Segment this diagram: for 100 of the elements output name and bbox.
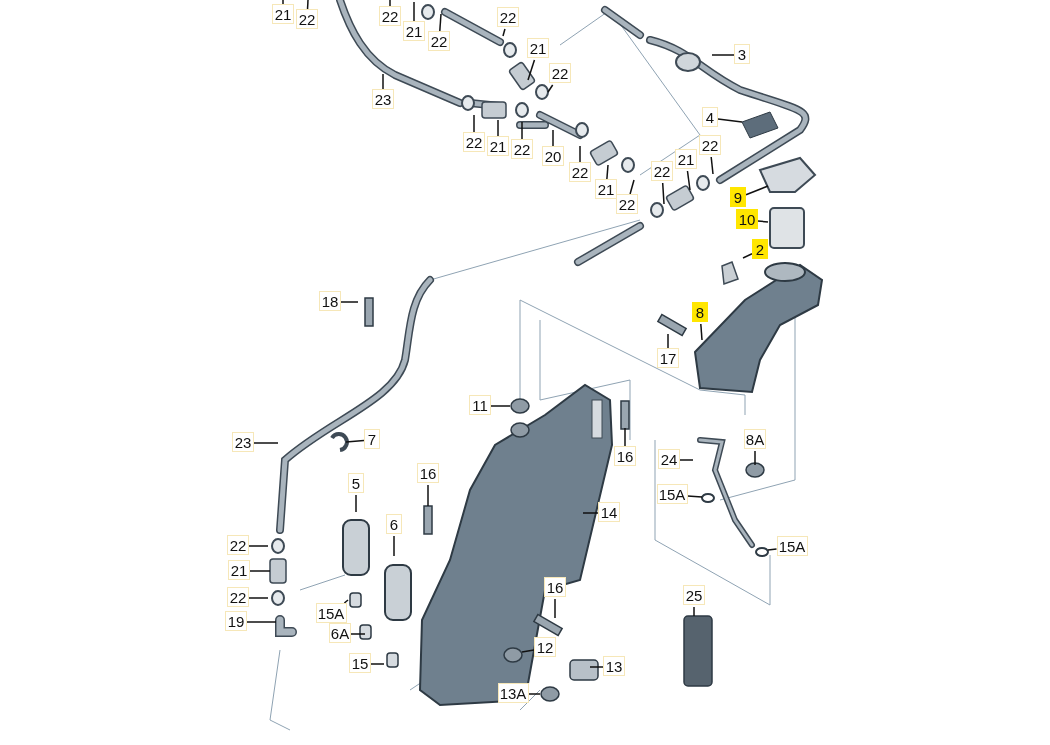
leader-line xyxy=(767,548,778,551)
leader-line xyxy=(306,0,309,10)
callout-number: 22 xyxy=(699,135,721,155)
leader-line xyxy=(345,439,365,443)
leader-line xyxy=(661,182,665,205)
leader-line xyxy=(393,535,395,557)
callout-number: 15A xyxy=(776,536,808,556)
callout-number: 24 xyxy=(658,449,680,469)
callout-number: 21 xyxy=(527,38,549,58)
leader-line xyxy=(606,164,609,180)
callout-number: 2 xyxy=(752,239,768,259)
leader-line xyxy=(679,459,694,461)
leader-line xyxy=(710,156,714,175)
leader-line xyxy=(382,73,384,90)
leader-line xyxy=(389,0,391,7)
leader-line xyxy=(427,484,429,507)
callout-number: 22 xyxy=(616,194,638,214)
leader-line xyxy=(667,333,669,349)
callout-number: 25 xyxy=(683,585,705,605)
callout-number: 21 xyxy=(228,560,250,580)
leader-line xyxy=(754,450,756,466)
leader-line xyxy=(473,114,475,133)
callout-number: 13A xyxy=(497,683,529,703)
leader-line xyxy=(521,121,523,140)
leader-line xyxy=(717,118,743,123)
callout-number: 19 xyxy=(225,611,247,631)
leader-line xyxy=(552,129,554,147)
callout-number: 11 xyxy=(469,395,491,415)
callout-number: 7 xyxy=(364,429,380,449)
callout-number: 22 xyxy=(463,132,485,152)
callout-number: 18 xyxy=(319,291,341,311)
callout-number: 15 xyxy=(349,653,371,673)
leader-line xyxy=(413,1,415,22)
callout-number: 21 xyxy=(675,149,697,169)
callout-number: 22 xyxy=(497,7,519,27)
leader-line xyxy=(248,597,269,599)
callout-number: 15A xyxy=(656,484,688,504)
callout-number: 23 xyxy=(232,432,254,452)
callout-number: 22 xyxy=(428,31,450,51)
callout-number: 21 xyxy=(403,21,425,41)
leader-line xyxy=(350,633,366,635)
leader-line xyxy=(629,179,635,195)
callout-number: 21 xyxy=(487,136,509,156)
callout-number: 15A xyxy=(315,603,347,623)
leader-line xyxy=(246,621,277,623)
callout-number: 14 xyxy=(598,502,620,522)
callout-number: 23 xyxy=(372,89,394,109)
leader-line xyxy=(248,545,269,547)
leader-line xyxy=(355,494,357,513)
callout-number: 22 xyxy=(511,139,533,159)
leader-line xyxy=(579,145,581,163)
leader-line xyxy=(527,693,541,695)
callout-number: 9 xyxy=(730,187,746,207)
callout-number: 12 xyxy=(534,637,556,657)
leader-line xyxy=(624,427,626,447)
callout-number: 16 xyxy=(417,463,439,483)
leader-line xyxy=(340,301,359,303)
callout-number: 22 xyxy=(227,587,249,607)
callout-number: 16 xyxy=(614,446,636,466)
callout-number: 22 xyxy=(296,9,318,29)
callout-number: 20 xyxy=(542,146,564,166)
leader-line xyxy=(700,323,703,341)
callout-number: 4 xyxy=(702,107,718,127)
callout-number: 22 xyxy=(549,63,571,83)
leader-line xyxy=(554,598,556,619)
leader-line xyxy=(742,253,753,259)
callout-number: 13 xyxy=(603,656,625,676)
callout-number: 22 xyxy=(379,6,401,26)
callout-number: 22 xyxy=(651,161,673,181)
leader-line xyxy=(547,84,554,93)
callout-number: 8A xyxy=(744,429,766,449)
leader-line xyxy=(711,54,735,56)
callout-number: 22 xyxy=(569,162,591,182)
callout-number: 8 xyxy=(692,302,708,322)
leader-line xyxy=(253,442,279,444)
callout-number: 16 xyxy=(544,577,566,597)
leader-line xyxy=(497,119,499,137)
callout-number: 3 xyxy=(734,44,750,64)
leader-line xyxy=(439,13,442,32)
leader-line xyxy=(745,185,769,196)
leader-line xyxy=(582,512,599,514)
callout-number: 22 xyxy=(227,535,249,555)
callout-number: 6A xyxy=(329,623,351,643)
callout-number: 6 xyxy=(386,514,402,534)
leader-line xyxy=(502,28,506,37)
leader-line xyxy=(589,666,604,668)
leader-line xyxy=(490,405,511,407)
callout-number: 10 xyxy=(736,209,758,229)
leader-line xyxy=(521,649,535,653)
leader-line xyxy=(527,59,536,81)
callout-number: 17 xyxy=(657,348,679,368)
leader-line xyxy=(282,0,284,5)
leader-line xyxy=(693,606,695,617)
leader-line xyxy=(370,663,385,665)
leader-line xyxy=(686,170,691,191)
leader-line xyxy=(249,570,271,572)
leader-line xyxy=(686,495,703,498)
callout-number: 21 xyxy=(272,4,294,24)
callout-number: 21 xyxy=(595,179,617,199)
leader-line xyxy=(757,220,769,223)
